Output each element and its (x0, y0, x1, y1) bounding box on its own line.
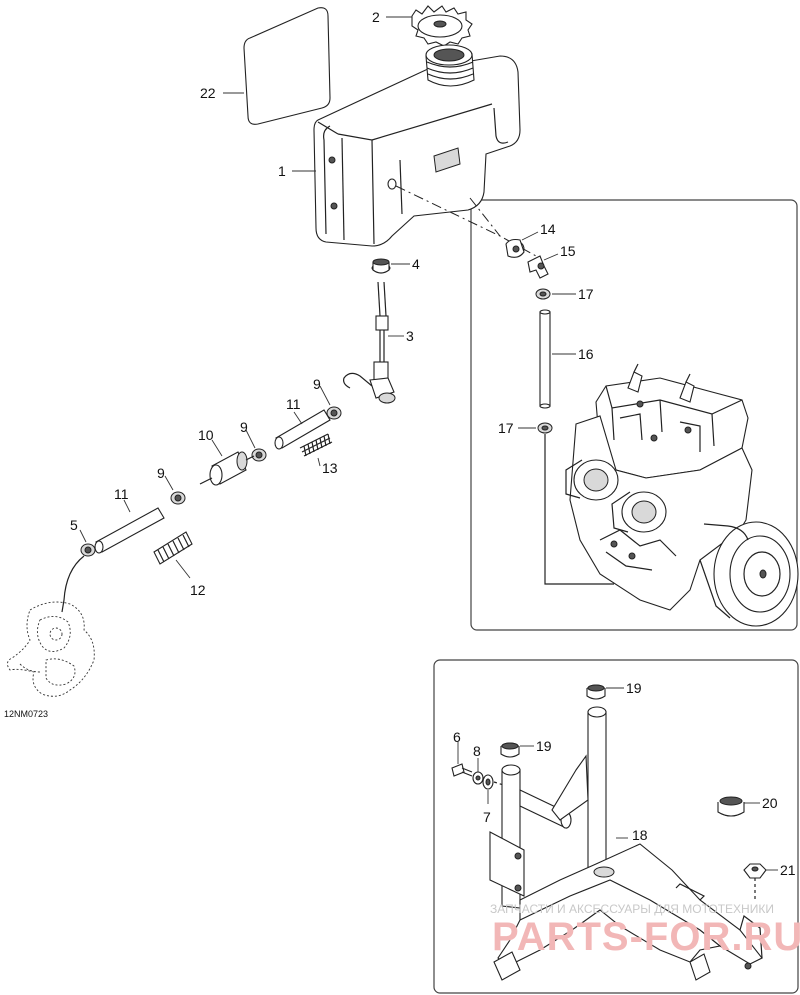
callout-12: 12 (190, 582, 206, 598)
callout-13: 13 (322, 460, 338, 476)
callout-9c: 9 (157, 465, 165, 481)
callout-10: 10 (198, 427, 214, 443)
grommet-part-14[interactable] (505, 238, 525, 258)
hose-part-16[interactable] (539, 309, 551, 409)
callout-9a: 9 (313, 376, 321, 392)
grommet-part-4[interactable] (371, 258, 391, 274)
bracket-part-18[interactable] (489, 706, 763, 981)
callout-7: 7 (483, 809, 491, 825)
callout-18: 18 (632, 827, 648, 843)
oil-pump-sketch (7, 601, 95, 697)
callout-11a: 11 (286, 396, 301, 412)
filter-part-10[interactable] (199, 451, 255, 486)
outlet-fitting-part-3[interactable] (343, 281, 396, 404)
clamp-part-9b[interactable] (251, 448, 267, 462)
grommet-part-20[interactable] (717, 796, 745, 817)
washer-part-7[interactable] (482, 774, 494, 790)
callout-8: 8 (473, 743, 481, 759)
callout-21: 21 (780, 862, 796, 878)
screw-part-6[interactable] (451, 763, 473, 777)
callout-19b: 19 (536, 738, 552, 754)
washer-part-8[interactable] (472, 771, 484, 785)
clamp-part-5[interactable] (80, 543, 96, 557)
decal-part-22[interactable] (243, 7, 331, 125)
clamp-part-9c[interactable] (170, 491, 186, 505)
grommet-part-19b[interactable] (500, 742, 520, 758)
oil-tank-part-1[interactable] (313, 44, 521, 247)
spring-part-12[interactable] (153, 531, 193, 565)
callout-5: 5 (70, 517, 78, 533)
hose-part-11b[interactable] (94, 507, 165, 554)
hose-part-11a[interactable] (274, 409, 331, 450)
watermark-logo: PARTS-FOR.RU (492, 915, 800, 959)
callout-1: 1 (278, 163, 286, 179)
callout-16: 16 (578, 346, 594, 362)
engine-illustration (565, 363, 799, 627)
engine-inset-frame (470, 199, 798, 631)
spring-part-13[interactable] (299, 433, 333, 457)
bracket-inset-frame (433, 659, 799, 994)
elbow-fitting-part-15[interactable] (527, 255, 549, 279)
callout-9b: 9 (240, 419, 248, 435)
cap-part-2[interactable] (411, 5, 473, 47)
callout-17b: 17 (498, 420, 514, 436)
clamp-part-17a[interactable] (535, 288, 551, 300)
callout-2: 2 (372, 9, 380, 25)
diagram-code: 12NM0723 (4, 709, 48, 719)
nut-part-21[interactable] (743, 863, 767, 879)
callout-11b: 11 (114, 486, 129, 502)
watermark-caption: ЗАПЧАСТИ И АКСЕССУАРЫ ДЛЯ МОТОТЕХНИКИ (490, 902, 774, 916)
callout-14: 14 (540, 221, 556, 237)
callout-15: 15 (560, 243, 576, 259)
callout-4: 4 (412, 256, 420, 272)
clamp-part-17b[interactable] (537, 422, 553, 434)
callout-19a: 19 (626, 680, 642, 696)
callout-3: 3 (406, 328, 414, 344)
clamp-part-9a[interactable] (326, 406, 342, 420)
callout-6: 6 (453, 729, 461, 745)
grommet-part-19a[interactable] (586, 684, 606, 700)
callout-17a: 17 (578, 286, 594, 302)
callout-20: 20 (762, 795, 778, 811)
callout-22: 22 (200, 85, 216, 101)
